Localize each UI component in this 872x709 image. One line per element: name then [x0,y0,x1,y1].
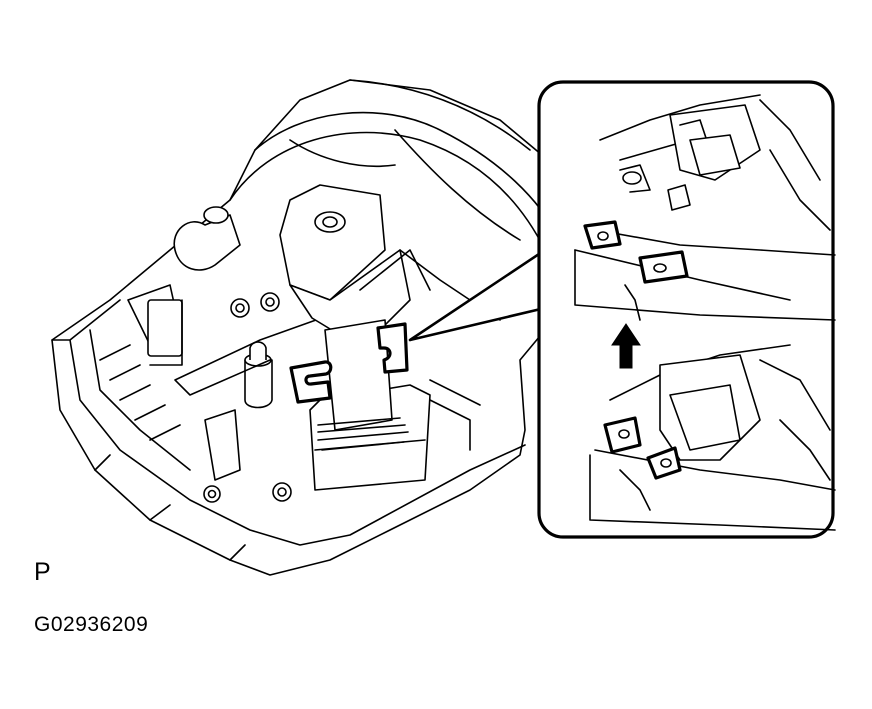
up-arrow-icon [611,323,641,369]
figure-code: G02936209 [34,613,149,636]
detail-before-view [574,94,836,321]
clip-detail-inset [537,80,836,539]
view-letter: P [34,558,51,586]
detail-after-view [589,344,836,531]
console-assembly-drawing [51,79,561,576]
